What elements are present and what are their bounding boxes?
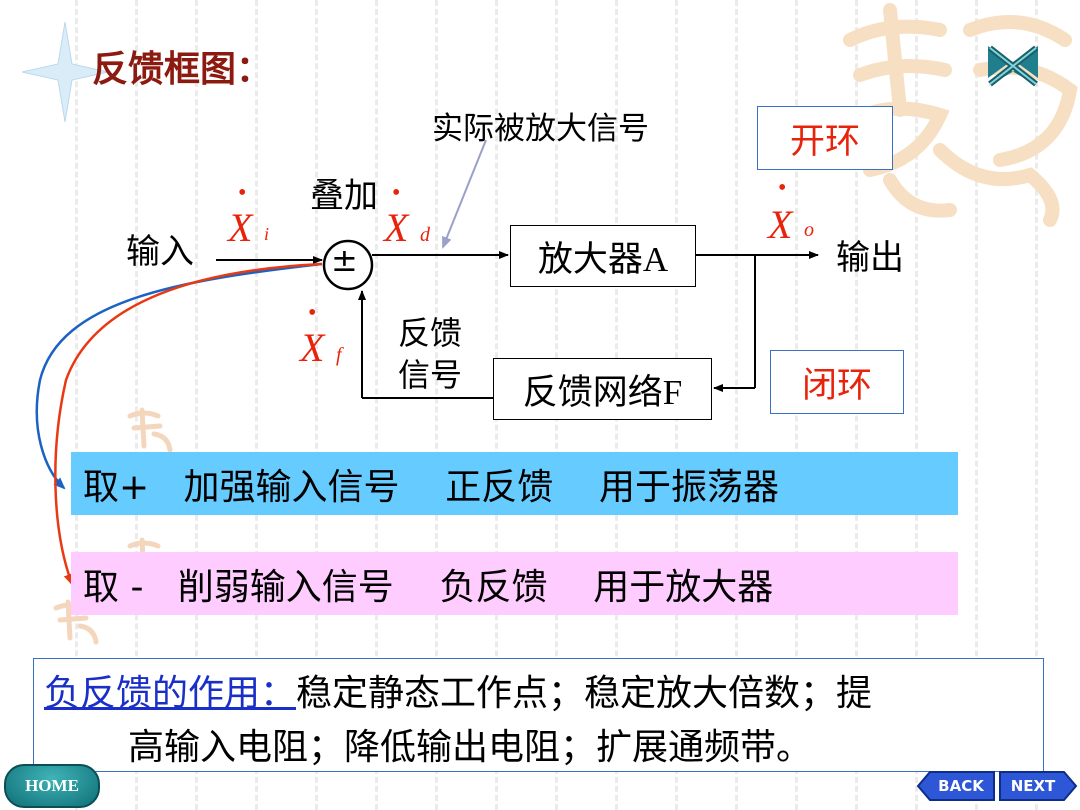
phasor-dot: • (778, 175, 787, 201)
actual-signal-label: 实际被放大信号 (432, 111, 649, 147)
back-button[interactable]: BACK (938, 777, 984, 795)
feedback-signal-line2: 信号 (398, 356, 463, 394)
input-label: 输入 (126, 232, 194, 272)
negative-feedback-row: 取 - 削弱输入信号 负反馈 用于放大器 (71, 552, 958, 615)
phasor-dot: • (238, 180, 247, 206)
next-arrow-icon[interactable] (998, 770, 1078, 802)
page-title: 反馈框图： (92, 49, 273, 90)
phasor-xd-sub: d (420, 224, 430, 246)
sum-label: 叠加 (310, 176, 378, 216)
effects-line2: 高输入电阻；降低输出电阻；扩展通频带。 (128, 727, 813, 768)
phasor-xi-base: X (228, 205, 253, 250)
feedback-network-block: 反馈网络F (493, 358, 712, 420)
phasor-dot: • (392, 180, 401, 206)
effects-key: 负反馈的作用： (44, 673, 297, 714)
home-button[interactable]: HOME (4, 764, 100, 808)
phasor-xo-sub: o (804, 219, 814, 241)
closed-loop-label: 闭环 (770, 350, 904, 414)
phasor-xi-sub: i (264, 224, 270, 244)
close-icon[interactable] (984, 42, 1042, 90)
phasor-xo-base: X (768, 202, 793, 247)
feedback-signal-line1: 反馈 (398, 314, 463, 352)
positive-feedback-row: 取+ 加强输入信号 正反馈 用于振荡器 (71, 452, 958, 515)
output-label: 输出 (836, 238, 904, 278)
negative-feedback-effects: 负反馈的作用：稳定静态工作点；稳定放大倍数；提 高输入电阻；降低输出电阻；扩展通… (33, 658, 1044, 772)
decorative-stamp (53, 599, 99, 645)
back-arrow-icon[interactable] (916, 770, 996, 802)
amplifier-block: 放大器A (510, 225, 696, 287)
effects-line1-text: 稳定静态工作点；稳定放大倍数；提 (296, 673, 873, 714)
effects-line1: 负反馈的作用：稳定静态工作点；稳定放大倍数；提 (44, 667, 1033, 721)
summing-junction (322, 239, 374, 291)
decorative-stamp (127, 407, 173, 453)
phasor-xf-sub: f (336, 344, 342, 366)
phasor-dot: • (308, 300, 317, 326)
next-button[interactable]: NEXT (1010, 777, 1056, 795)
amplifier-label: 放大器A (537, 239, 669, 279)
feedback-network-label: 反馈网络F (522, 372, 683, 412)
sparkle-icon (22, 22, 108, 122)
sum-symbol: ± (331, 241, 358, 279)
open-loop-label: 开环 (757, 106, 893, 170)
phasor-xd-base: X (384, 205, 409, 250)
phasor-xf-base: X (300, 325, 325, 370)
